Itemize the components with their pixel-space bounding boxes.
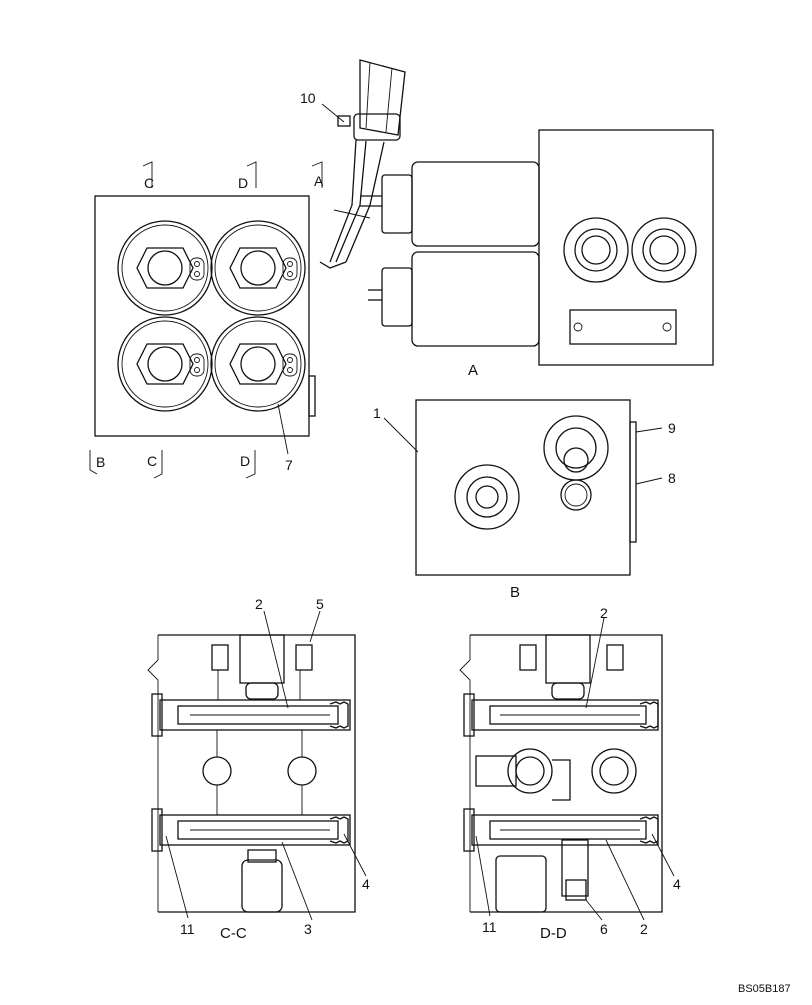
callout-11-cc: 11 [180,921,195,937]
section-cc: C-C [147,634,356,942]
section-marks: C D A B C D [89,161,324,479]
callout-2-dd-top: 2 [600,605,608,621]
callout-7: 7 [285,457,293,473]
section-mark-d-top: D [238,175,248,191]
callout-8: 8 [668,470,676,486]
view-a-caption: A [468,362,478,379]
callout-10: 10 [300,90,316,106]
callout-5: 5 [316,596,324,612]
section-mark-d-bottom: D [240,453,250,469]
callout-9: 9 [668,420,676,436]
section-dd: D-D [459,634,663,942]
connector-harness [319,59,406,269]
callout-4-dd: 4 [673,876,681,892]
top-view-block [94,195,316,437]
section-mark-b-bottom: B [96,454,105,470]
callout-2-dd-bottom: 2 [640,921,648,937]
solenoid-coil-3 [117,316,213,412]
view-b: B [415,399,637,601]
section-mark-c-top: C [144,175,154,191]
section-dd-caption: D-D [540,925,567,942]
callout-2-cc: 2 [255,596,263,612]
callout-4-cc: 4 [362,876,370,892]
solenoid-coil-1 [117,220,213,316]
callout-1: 1 [373,405,381,421]
section-mark-c-bottom: C [147,453,157,469]
solenoid-coil-2 [210,220,306,316]
callouts: 10 7 1 9 8 2 5 2 4 4 3 11 11 6 2 [165,90,681,937]
callout-11-dd: 11 [482,919,497,935]
view-b-caption: B [510,584,520,601]
section-cc-caption: C-C [220,925,247,942]
section-mark-a-top: A [314,173,324,189]
view-a: A [360,129,714,379]
callout-3: 3 [304,921,312,937]
callout-6: 6 [600,921,608,937]
drawing-code: BS05B187 [738,983,791,995]
solenoid-coil-4 [210,316,306,412]
